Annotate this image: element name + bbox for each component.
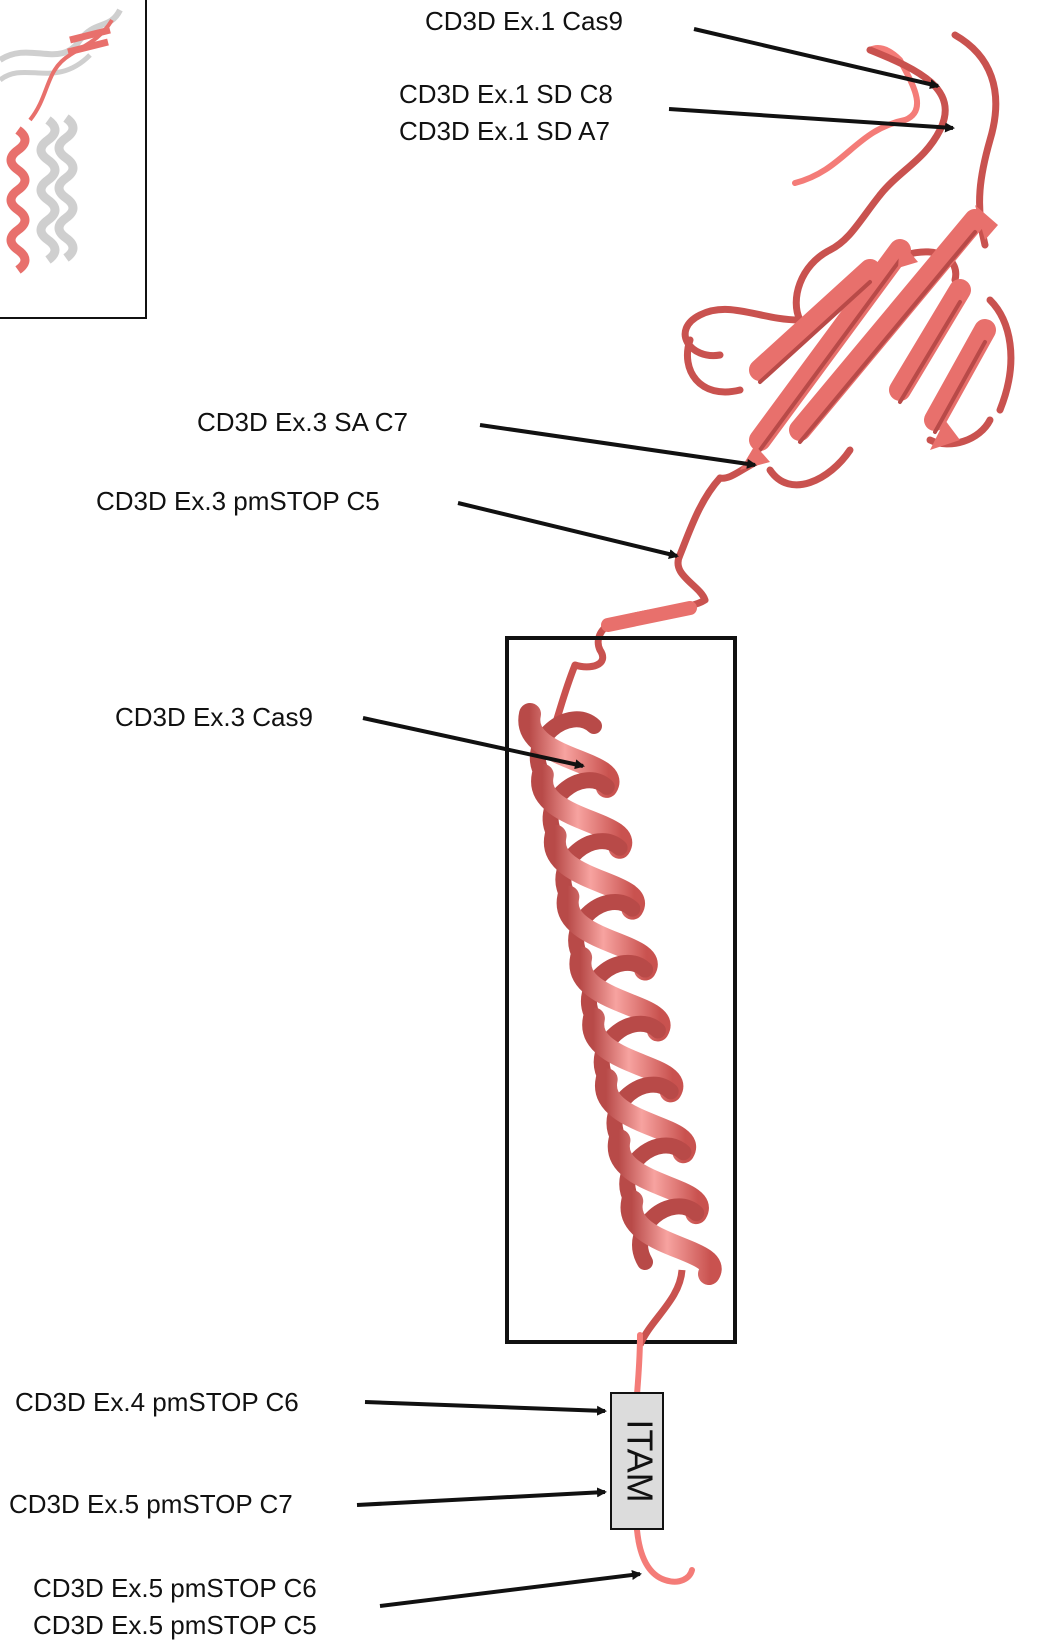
label-ex5-pmstop-c7: CD3D Ex.5 pmSTOP C7 [9, 1489, 293, 1519]
arrow-ex4-pmstop-c6 [365, 1402, 605, 1411]
label-ex1-sd-a7: CD3D Ex.1 SD A7 [399, 116, 610, 146]
label-ex4-pmstop-c6: CD3D Ex.4 pmSTOP C6 [15, 1387, 299, 1417]
transmembrane-helix [529, 665, 710, 1345]
label-ex1-cas9: CD3D Ex.1 Cas9 [425, 6, 623, 36]
label-ex5-pmstop-c5: CD3D Ex.5 pmSTOP C5 [33, 1610, 317, 1640]
label-ex3-pmstop-c5: CD3D Ex.3 pmSTOP C5 [96, 486, 380, 516]
arrow-ex5-pmstop-c7 [357, 1492, 605, 1505]
arrow-ex3-sa-c7 [480, 425, 755, 465]
label-ex5-pmstop-c6: CD3D Ex.5 pmSTOP C6 [33, 1573, 317, 1603]
arrow-ex5-pmstop [380, 1574, 640, 1606]
label-ex3-cas9: CD3D Ex.3 Cas9 [115, 702, 313, 732]
itam-label: ITAM [619, 1419, 660, 1502]
inset-thumbnail [0, 0, 146, 318]
extracellular-domain [575, 35, 1011, 667]
annotation-labels: CD3D Ex.1 Cas9 CD3D Ex.1 SD C8 CD3D Ex.1… [9, 6, 623, 1640]
arrow-ex3-pmstop-c5 [458, 503, 677, 556]
label-ex3-sa-c7: CD3D Ex.3 SA C7 [197, 407, 408, 437]
label-ex1-sd-c8: CD3D Ex.1 SD C8 [399, 79, 613, 109]
itam-box: ITAM [611, 1393, 663, 1529]
